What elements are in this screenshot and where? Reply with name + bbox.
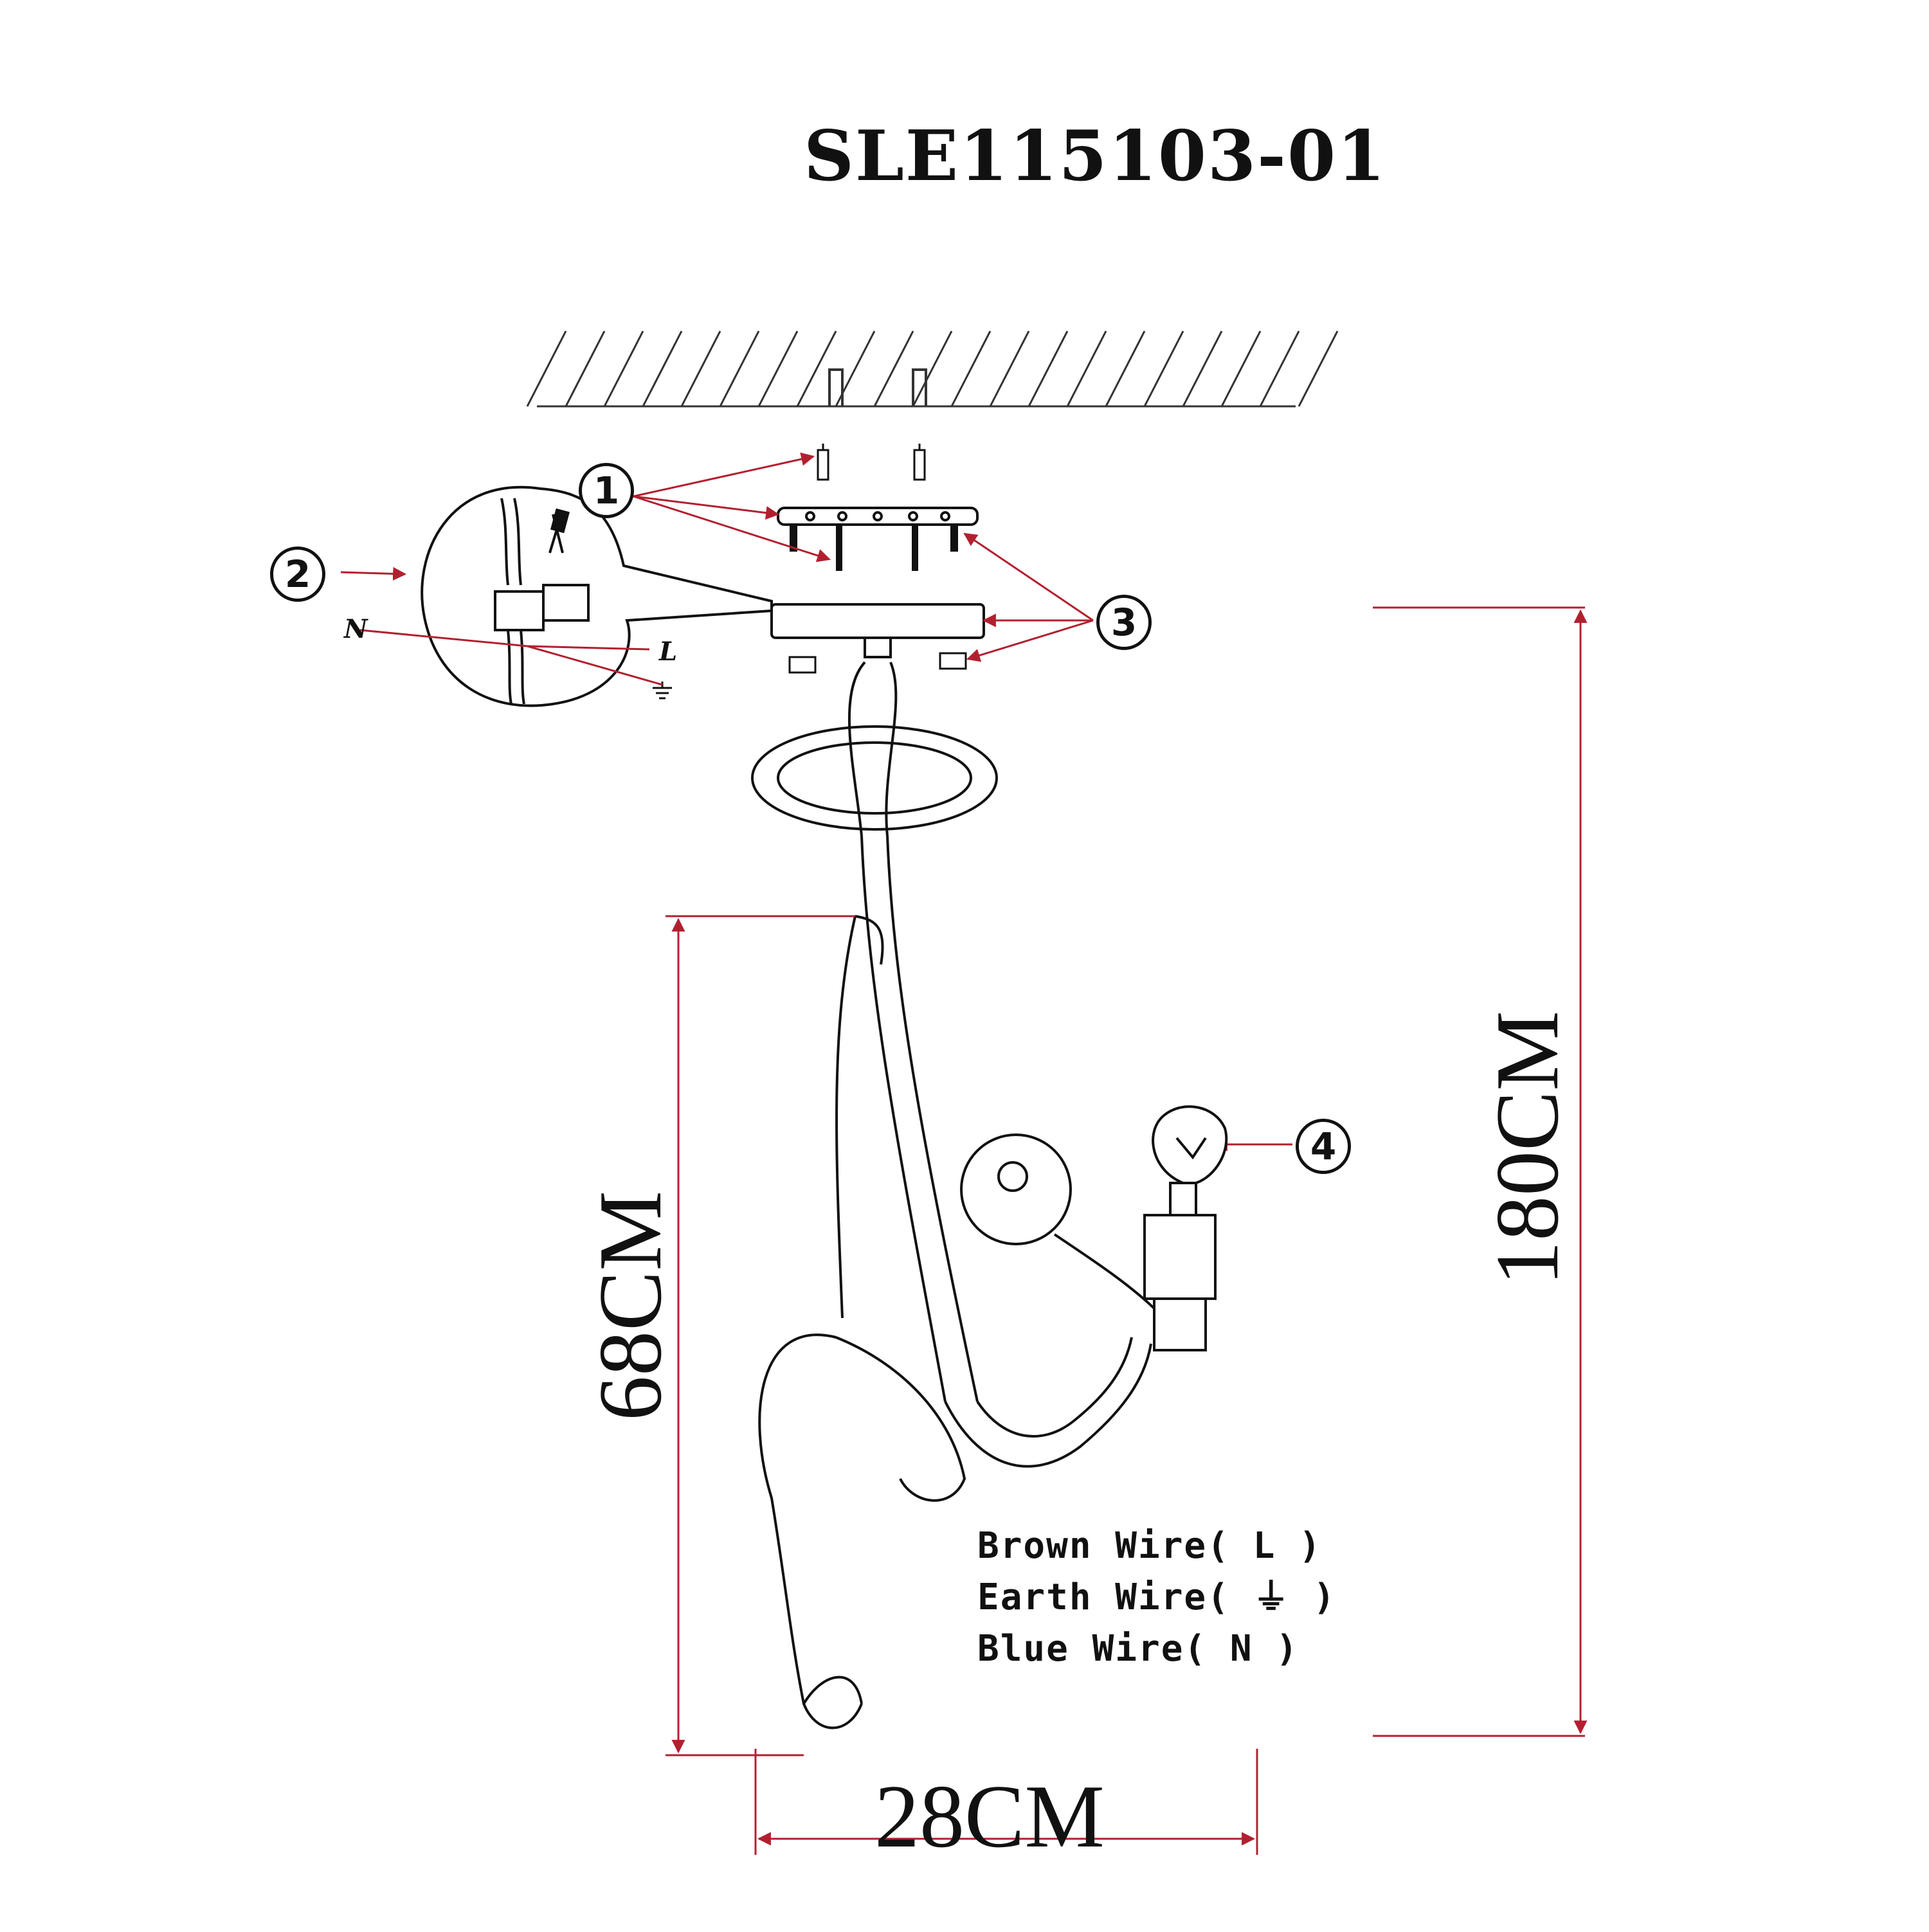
wire-legend: Brown Wire( L ) Earth Wire( ⏚ ) Blue Wir… bbox=[977, 1521, 1336, 1675]
canopy-nuts bbox=[788, 652, 967, 674]
callout-1: 1 bbox=[579, 463, 634, 518]
dimension-180cm: 180CM bbox=[1478, 1011, 1577, 1286]
dimension-68cm: 68CM bbox=[581, 1191, 680, 1421]
wire-legend-brown: Brown Wire( L ) bbox=[977, 1525, 1322, 1567]
anchor-plugs bbox=[817, 444, 926, 481]
dimension-lines bbox=[666, 606, 1588, 1855]
live-label: L bbox=[659, 636, 678, 667]
callout-3: 3 bbox=[1096, 595, 1152, 650]
wire-legend-blue: Blue Wire( N ) bbox=[977, 1628, 1300, 1670]
leader-lines bbox=[340, 452, 1292, 1151]
screwdriver-icon bbox=[548, 508, 570, 554]
screws bbox=[790, 526, 958, 571]
callout-2: 2 bbox=[270, 546, 325, 602]
bulb-icon bbox=[1152, 1105, 1228, 1184]
mounting-bracket bbox=[777, 507, 979, 526]
model-title: SLE115103-01 bbox=[804, 116, 1387, 197]
canopy bbox=[770, 603, 985, 658]
monkey-figure bbox=[751, 661, 1159, 1729]
ceiling-hatch bbox=[526, 330, 1339, 408]
dimension-28cm: 28CM bbox=[874, 1767, 1105, 1866]
neutral-label: N bbox=[344, 614, 368, 644]
callout-4: 4 bbox=[1296, 1119, 1351, 1174]
ceiling-hooks bbox=[828, 368, 927, 406]
lamp-holder bbox=[1143, 1182, 1217, 1351]
wire-legend-earth: Earth Wire( ⏚ ) bbox=[977, 1576, 1337, 1618]
wiring-detail bbox=[421, 486, 773, 707]
